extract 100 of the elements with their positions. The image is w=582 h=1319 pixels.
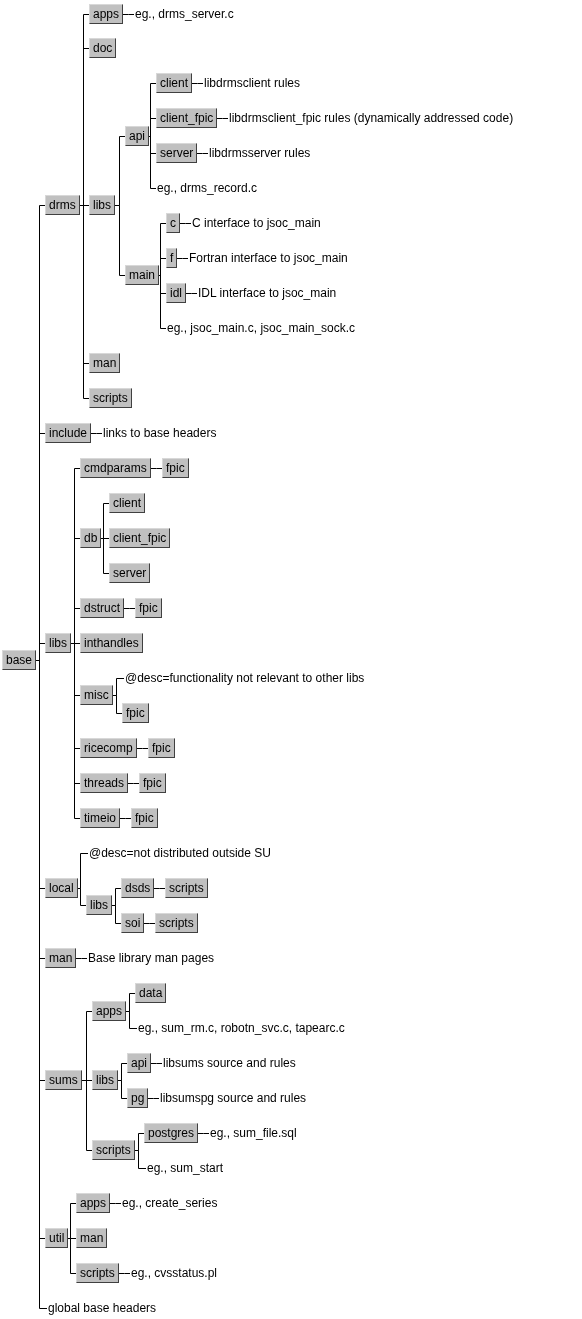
note-text: libdrmsclient rules [203,73,302,93]
note-text: eg., sum_file.sql [209,1123,298,1143]
note-text: libdrmsserver rules [208,143,312,163]
folder-box: main [125,265,159,285]
folder-box: fpic [135,598,162,618]
folder-box: api [127,1053,151,1073]
tree-connector [153,888,166,889]
folder-box: scripts [89,388,132,408]
folder-box: misc [80,685,113,705]
folder-box: client_fpic [109,528,171,548]
folder-box: libs [45,633,71,653]
tree-connector [90,433,103,434]
folder-box: sums [45,1070,82,1090]
folder-box: postgres [144,1123,199,1143]
folder-box: libs [86,895,112,915]
tree-connector [70,643,81,819]
folder-box: util [45,1228,69,1248]
folder-box: client [109,493,145,513]
folder-box: dstruct [80,598,124,618]
folder-box: apps [89,4,124,24]
tree-connector [176,258,189,259]
tree-connector [143,923,156,924]
folder-box: local [45,878,78,898]
note-text: libsums source and rules [162,1053,297,1073]
folder-box: base [2,650,37,670]
folder-box: idl [166,283,186,303]
tree-connector [147,1098,160,1099]
folder-box: timeio [80,808,120,828]
tree-connector [75,958,88,959]
tree-connector [191,83,204,84]
note-text: eg., jsoc_main.c, jsoc_main_sock.c [166,318,357,338]
note-text: links to base headers [102,423,218,443]
tree-connector [127,783,140,784]
folder-box: fpic [122,703,149,723]
folder-box: ricecomp [80,738,137,758]
folder-box: inthandles [80,633,143,653]
folder-box: api [125,126,149,146]
note-text: eg., drms_server.c [134,4,235,24]
note-text: Fortran interface to jsoc_main [188,248,349,268]
note-text: libdrmsclient_fpic rules (dynamically addressed code) [228,108,515,128]
folder-box: data [135,983,167,1003]
folder-box: libs [89,195,115,215]
folder-box: cmdparams [80,458,151,478]
note-text: eg., sum_rm.c, robotn_svc.c, tapearc.c [137,1018,346,1038]
folder-box: fpic [139,773,166,793]
folder-box: c [166,213,180,233]
folder-box: client [156,73,192,93]
folder-box: fpic [148,738,175,758]
folder-box: drms [45,195,80,215]
folder-box: libs [92,1070,118,1090]
folder-box: apps [76,1193,111,1213]
note-text: C interface to jsoc_main [191,213,322,233]
folder-box: server [109,563,151,583]
folder-box: man [76,1228,108,1248]
folder-box: apps [92,1001,127,1021]
folder-box: man [45,948,77,968]
tree-connector [122,14,135,15]
tree-connector [179,223,192,224]
folder-box: doc [89,38,117,58]
tree-connector [67,1203,77,1239]
tree-connector [67,1238,77,1274]
folder-box: scripts [92,1140,135,1160]
tree-connector [109,1203,122,1204]
tree-connector [100,538,110,574]
folder-box: man [89,353,121,373]
folder-box: scripts [165,878,208,898]
folder-box: server [156,143,198,163]
note-text: IDL interface to jsoc_main [197,283,338,303]
folder-box: threads [80,773,129,793]
tree-connector [119,818,132,819]
note-text: Base library man pages [87,948,216,968]
folder-box: f [166,248,178,268]
note-text: @desc=functionality not relevant to other libs [124,668,366,688]
tree-connector [118,1273,131,1274]
folder-box: soi [121,913,145,933]
tree-connector [216,118,229,119]
folder-box: fpic [131,808,158,828]
folder-box: fpic [162,458,189,478]
tree-connector [77,853,89,889]
folder-box: pg [127,1088,149,1108]
tree-connector [77,888,87,906]
tree-connector [79,205,90,399]
tree-connector [150,1063,163,1064]
folder-box: scripts [76,1263,119,1283]
folder-box: client_fpic [156,108,218,128]
note-text: global base headers [47,1298,158,1318]
tree-connector [150,468,163,469]
folder-box: include [45,423,92,443]
note-text: eg., sum_start [146,1158,225,1178]
note-text: eg., drms_record.c [156,178,259,198]
folder-box: dsds [121,878,155,898]
tree-connector [100,503,110,539]
tree-connector [136,748,149,749]
tree-connector [197,1133,210,1134]
note-text: libsumspg source and rules [159,1088,308,1108]
note-text: eg., cvsstatus.pl [130,1263,219,1283]
folder-box: scripts [155,913,198,933]
tree-connector [123,608,136,609]
note-text: @desc=not distributed outside SU [88,843,272,863]
tree-connector [196,153,209,154]
